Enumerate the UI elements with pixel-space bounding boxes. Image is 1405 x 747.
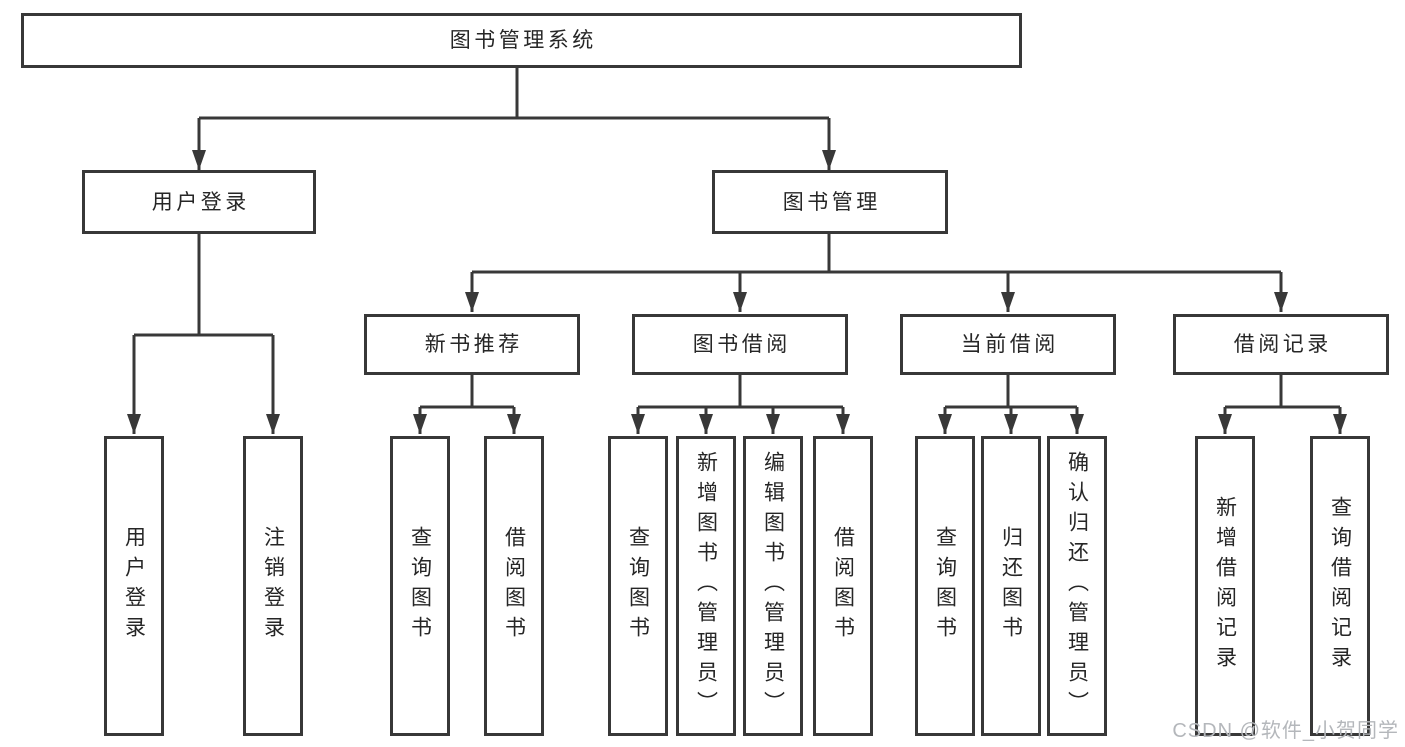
node-leaf-logout: 注销登录 <box>243 436 303 736</box>
node-label: 查询借阅记录 <box>1328 496 1352 676</box>
node-label: 图书管理 <box>782 190 881 214</box>
node-label: 借阅记录 <box>1233 333 1332 356</box>
node-leaf-return-book: 归还图书 <box>981 436 1041 736</box>
node-leaf-user-login: 用户登录 <box>104 436 164 736</box>
node-borrow-records: 借阅记录 <box>1173 314 1389 375</box>
node-current-borrow: 当前借阅 <box>900 314 1116 375</box>
node-label: 用户登录 <box>151 190 250 214</box>
node-book-management: 图书管理 <box>712 170 948 234</box>
node-label: 图书管理系统 <box>449 29 597 52</box>
node-leaf-query-books-borrow: 查询图书 <box>608 436 668 736</box>
node-leaf-query-borrow-record: 查询借阅记录 <box>1310 436 1370 736</box>
node-leaf-confirm-return-admin: 确认归还（管理员） <box>1047 436 1107 736</box>
node-label: 图书借阅 <box>692 333 791 356</box>
node-leaf-query-books-recommend: 查询图书 <box>390 436 450 736</box>
node-leaf-edit-book-admin: 编辑图书（管理员） <box>743 436 803 736</box>
node-label: 新增借阅记录 <box>1213 496 1237 676</box>
node-leaf-borrow-books-recommend: 借阅图书 <box>484 436 544 736</box>
node-new-book-recommend: 新书推荐 <box>364 314 580 375</box>
node-leaf-add-book-admin: 新增图书（管理员） <box>676 436 736 736</box>
node-library-management-system: 图书管理系统 <box>21 13 1022 68</box>
node-leaf-query-books-current: 查询图书 <box>915 436 975 736</box>
csdn-watermark: CSDN @软件_小贺同学 <box>1172 720 1399 742</box>
node-label: 编辑图书（管理员） <box>761 451 785 721</box>
node-label: 查询图书 <box>626 526 650 646</box>
node-label: 注销登录 <box>261 526 285 646</box>
node-user-login: 用户登录 <box>82 170 316 234</box>
node-label: 新书推荐 <box>424 333 523 356</box>
node-label: 确认归还（管理员） <box>1065 451 1089 721</box>
node-label: 归还图书 <box>999 526 1023 646</box>
node-label: 新增图书（管理员） <box>694 451 718 721</box>
node-leaf-borrow-book: 借阅图书 <box>813 436 873 736</box>
node-label: 借阅图书 <box>831 526 855 646</box>
node-label: 用户登录 <box>122 526 146 646</box>
node-book-borrow: 图书借阅 <box>632 314 848 375</box>
node-label: 当前借阅 <box>960 333 1059 356</box>
node-leaf-add-borrow-record: 新增借阅记录 <box>1195 436 1255 736</box>
node-label: 查询图书 <box>408 526 432 646</box>
node-label: 借阅图书 <box>502 526 526 646</box>
node-label: 查询图书 <box>933 526 957 646</box>
